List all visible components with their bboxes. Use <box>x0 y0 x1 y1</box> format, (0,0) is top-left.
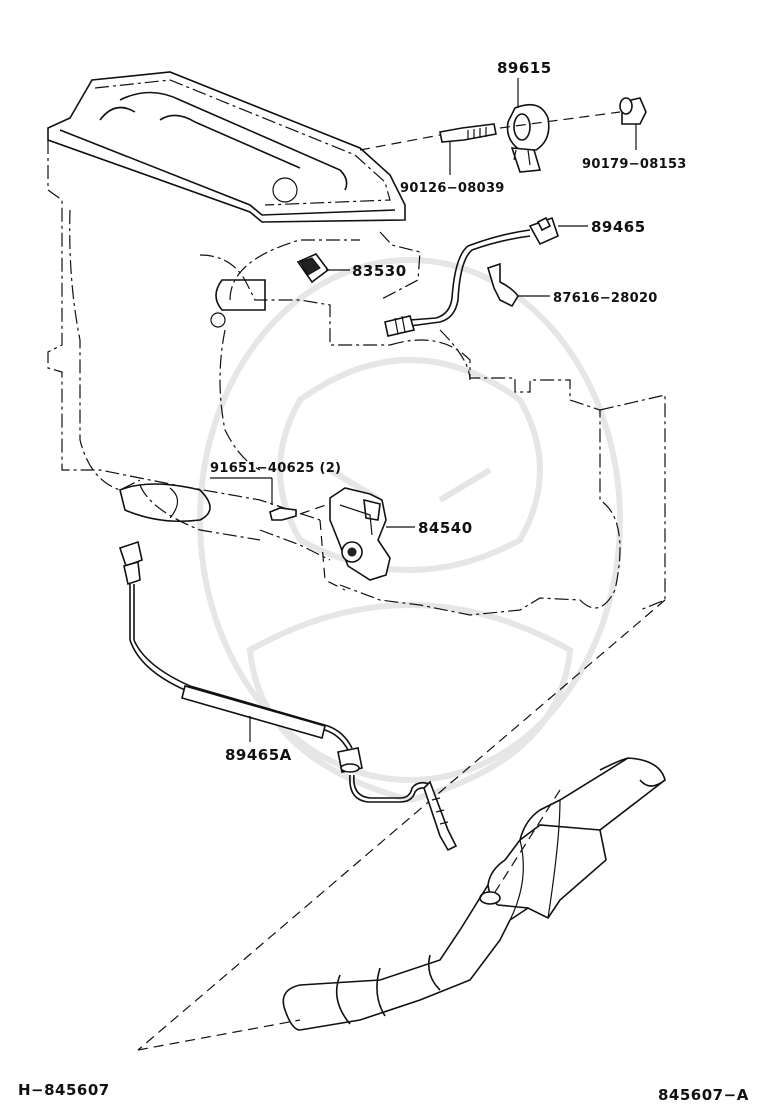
callout-91651-40625: 91651−40625 (2) <box>210 461 341 476</box>
clamp-87616[interactable] <box>487 262 550 308</box>
callout-90179-08153: 90179−08153 <box>582 157 687 172</box>
oxygen-sensor-89465[interactable] <box>384 216 588 337</box>
bolt-91651[interactable] <box>210 477 297 521</box>
switch-outline <box>319 519 346 591</box>
leader-line-stud <box>359 134 441 151</box>
callout-89465: 89465 <box>591 218 646 236</box>
engine-block <box>47 71 666 616</box>
leader-line-nut <box>499 111 621 129</box>
callout-89615: 89615 <box>497 59 552 77</box>
reference-code-right: 845607−A <box>658 1086 749 1104</box>
switch-83530[interactable] <box>296 253 350 284</box>
reference-code-left: H−845607 <box>18 1081 110 1099</box>
leader-line-exhaust-2 <box>137 1019 301 1051</box>
exhaust-catalytic-converter <box>282 757 666 1031</box>
callout-84540: 84540 <box>418 519 473 537</box>
knock-sensor-89615[interactable] <box>506 78 550 173</box>
callout-89465A: 89465A <box>225 746 292 764</box>
neutral-start-switch-84540[interactable] <box>329 487 415 581</box>
stud-bolt-90126[interactable] <box>439 123 497 175</box>
nut-90179[interactable] <box>619 97 647 150</box>
oxygen-sensor-89465A[interactable] <box>118 540 458 852</box>
leader-line-exhaust <box>137 599 666 1051</box>
callout-90126-08039: 90126−08039 <box>400 181 505 196</box>
callout-87616-28020: 87616−28020 <box>553 291 658 306</box>
leader-line-cat <box>489 789 561 901</box>
callout-83530: 83530 <box>352 262 407 280</box>
